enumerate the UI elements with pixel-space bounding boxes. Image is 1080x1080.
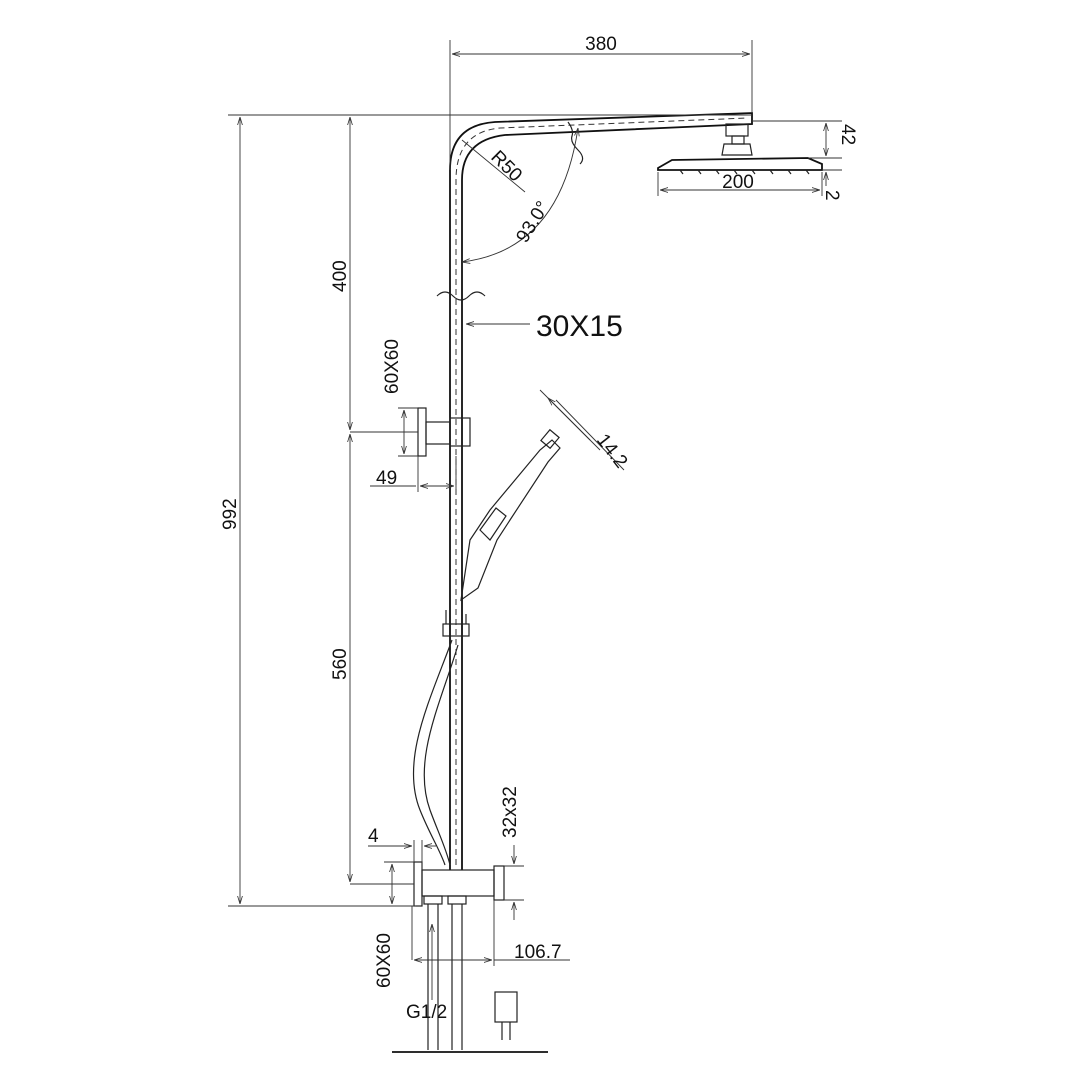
label-bend-radius: R50 — [486, 147, 525, 186]
label-mixer-size: 32x32 — [500, 786, 521, 838]
label-mixer-base-size: 60X60 — [374, 933, 395, 988]
slide-holder — [442, 610, 470, 637]
label-upper-section: 400 — [330, 260, 351, 292]
label-lower-section: 560 — [330, 648, 351, 680]
label-head-thickness: 42 — [837, 124, 858, 145]
label-mixer-offset: 4 — [368, 826, 379, 847]
label-total-height: 992 — [220, 498, 241, 530]
label-inlet-thread: G1/2 — [406, 1002, 447, 1023]
label-mixer-depth: 106.7 — [514, 942, 562, 963]
label-bracket-size: 60X60 — [382, 339, 403, 394]
shower-hose — [412, 639, 459, 866]
hand-shower — [460, 428, 561, 602]
dimension-lines — [228, 40, 842, 1000]
wall-bracket — [417, 407, 471, 457]
label-bracket-offset: 49 — [376, 468, 397, 489]
rain-shower-head — [657, 123, 823, 175]
label-arm-length: 380 — [585, 34, 617, 55]
label-head-edge: 2 — [821, 190, 842, 201]
label-pipe-section: 30X15 — [536, 310, 623, 343]
label-arm-angle: 93.0° — [512, 198, 553, 247]
label-hand-shower-head: 14.2 — [592, 430, 631, 472]
shower-column — [436, 112, 753, 870]
mixer-block — [392, 861, 548, 1053]
label-head-diameter: 200 — [722, 172, 754, 193]
